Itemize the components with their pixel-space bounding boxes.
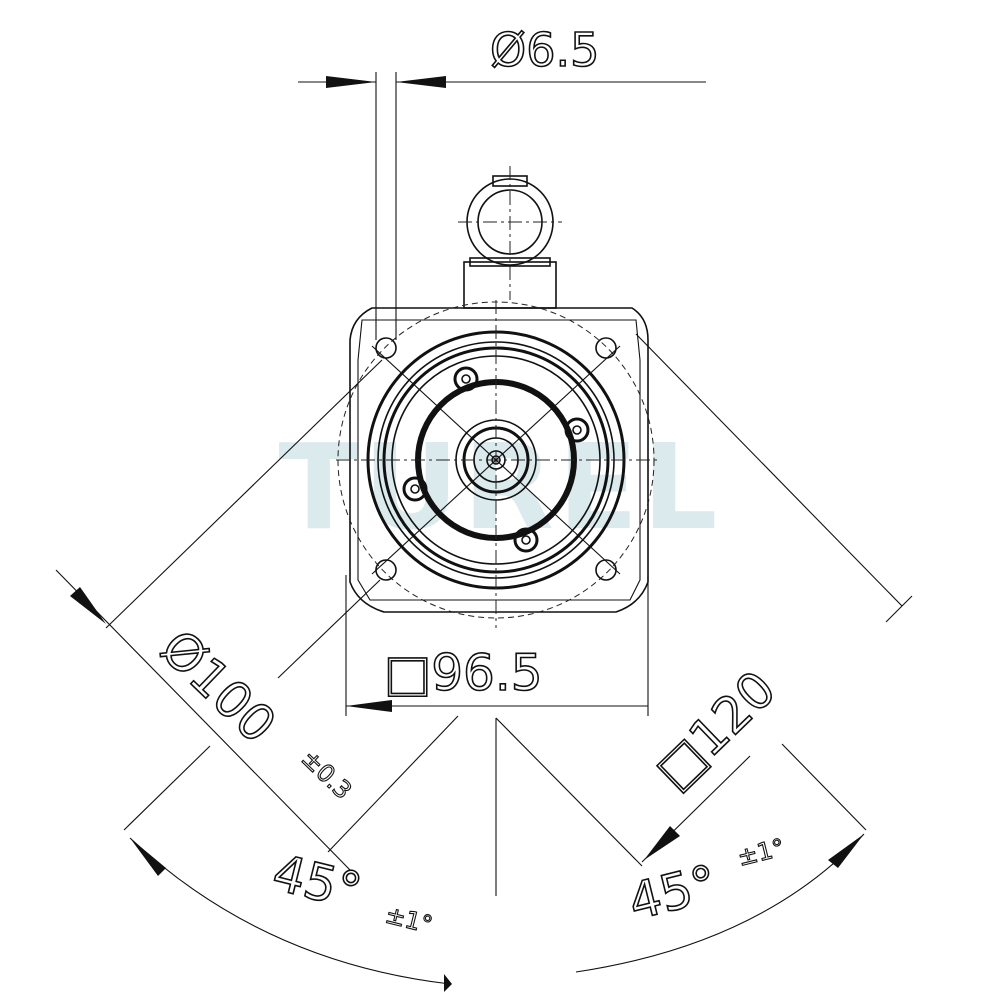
angle-left-tolerance-label: ±1°	[383, 901, 436, 940]
center-lines	[336, 300, 660, 628]
mounting-hole-bottom-left	[375, 559, 397, 581]
angle-right-tolerance-label: ±1°	[735, 833, 788, 872]
flange-square-dimension: □96.5	[345, 575, 649, 716]
angle-right-dimension: 45° ±1°	[575, 833, 865, 973]
hole-diameter-dimension: Ø6.5	[298, 22, 706, 340]
connector	[458, 166, 562, 309]
angle-construction	[123, 715, 867, 896]
outer-square-dimension: □120	[635, 333, 913, 863]
flange-square-label: □96.5	[384, 644, 543, 702]
hole-diameter-label: Ø6.5	[490, 23, 599, 77]
mounting-hole-top-left	[375, 337, 397, 359]
outer-square-label: □120	[644, 660, 787, 801]
mounting-hole-bottom-right	[595, 559, 617, 581]
inner-screws	[402, 366, 590, 553]
mounting-hole-top-right	[595, 337, 617, 359]
angle-left-label: 45°	[267, 843, 367, 921]
angle-right-label: 45°	[623, 854, 723, 932]
pilot-tolerance-label: ±0.3	[296, 744, 357, 805]
watermark: TUREL	[279, 418, 722, 556]
angle-left-dimension: 45° ±1°	[129, 837, 452, 992]
